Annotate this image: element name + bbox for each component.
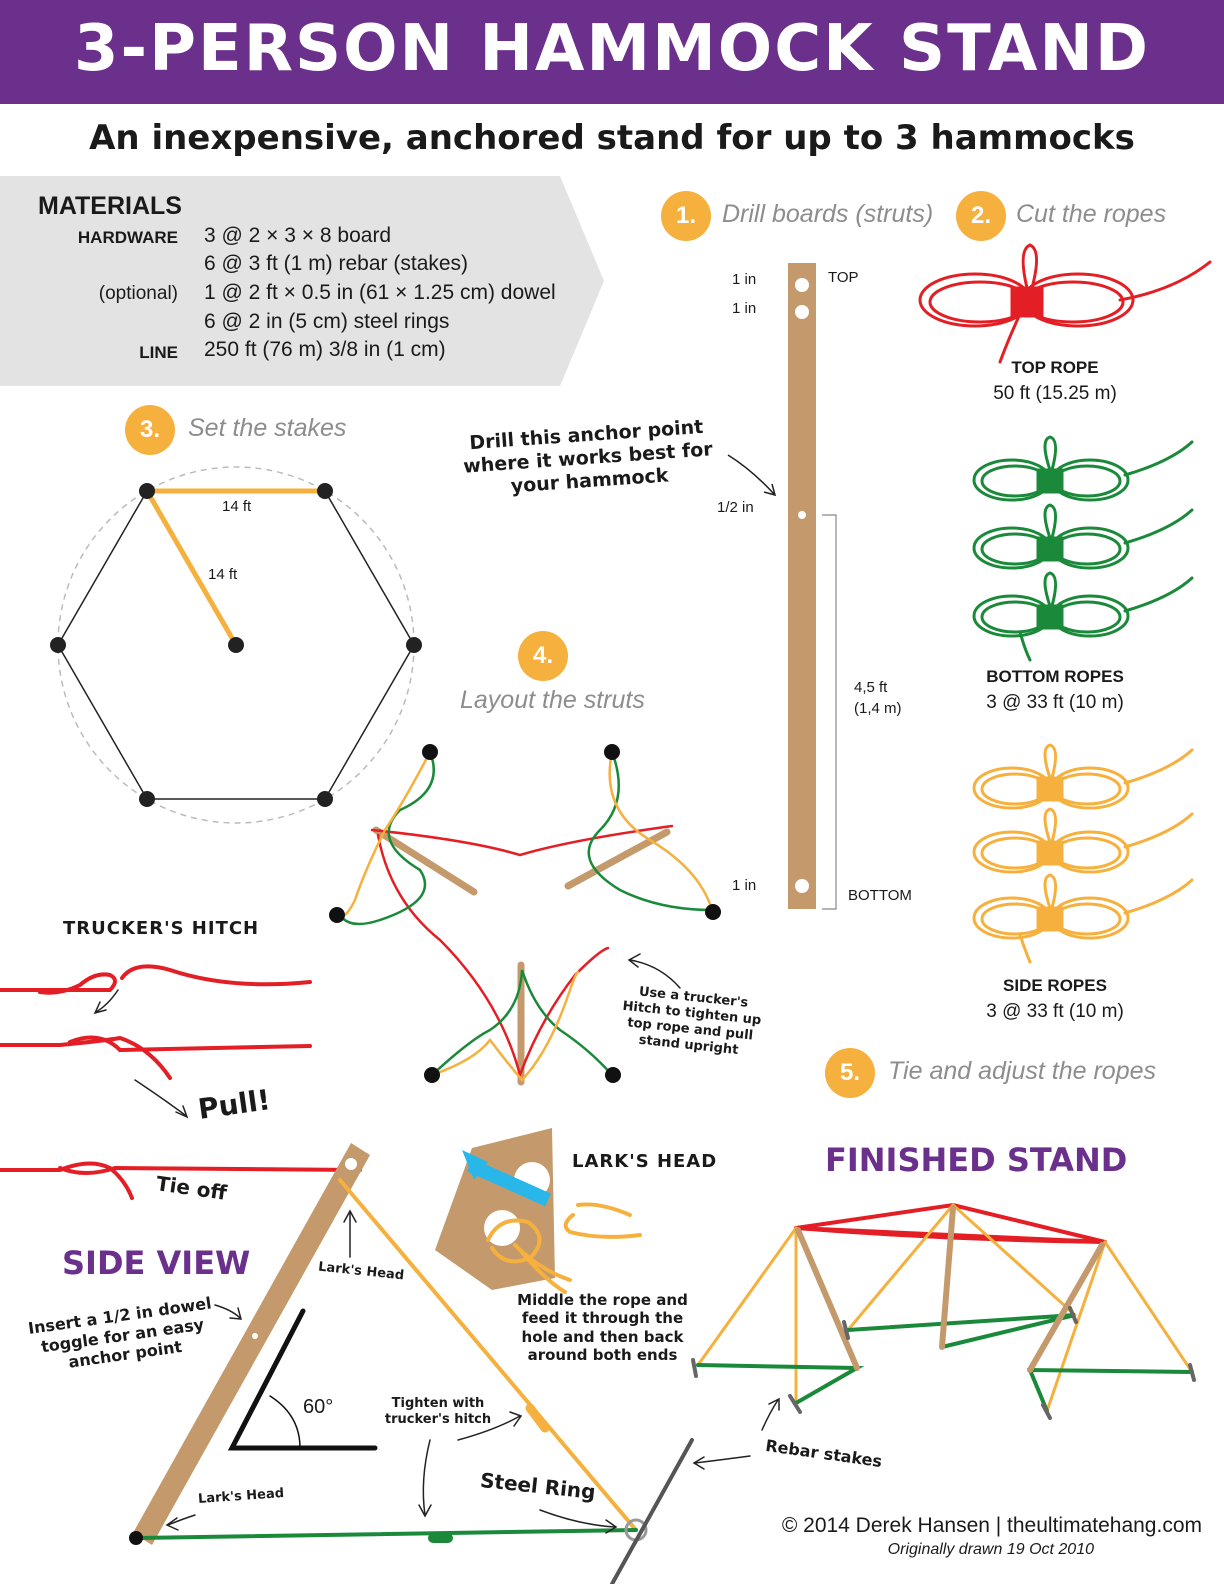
step-5-badge: 5. (825, 1048, 875, 1098)
materials-value-dowel: 1 @ 2 ft × 0.5 in (61 × 1.25 cm) dowel (204, 281, 556, 304)
side-rope-layout (338, 750, 432, 918)
larks-head-diagram (435, 1128, 642, 1294)
step-4-title: Layout the struts (460, 686, 645, 714)
strut-span-ft: 4,5 ft (854, 679, 888, 696)
step-3-badge: 3. (125, 405, 175, 455)
stake-point (139, 791, 155, 807)
tighten-note: Tighten with trucker's hitch (384, 1396, 492, 1427)
title-banner (0, 0, 1224, 104)
footer-drawn-date: Originally drawn 19 Oct 2010 (887, 1541, 1094, 1558)
larks-head-note: Middle the rope and feed it through the … (517, 1291, 688, 1364)
span-bracket (822, 514, 837, 910)
layout-stake (705, 904, 721, 920)
page-title: 3-PERSON HAMMOCK STAND (73, 12, 1151, 86)
strut-top-label: TOP (828, 269, 859, 286)
anchor-arrow (727, 454, 775, 495)
bottom-hole (795, 879, 809, 893)
side-ropes-label: SIDE ROPES (1003, 976, 1107, 995)
top-hole (795, 278, 809, 292)
materials-label-hardware: HARDWARE (77, 228, 178, 247)
bottom-rope-hanks (972, 435, 1194, 662)
materials-value-line: 250 ft (76 m) 3/8 in (1 cm) (204, 338, 446, 361)
bottom-ropes-label: BOTTOM ROPES (986, 667, 1124, 686)
top-hole (795, 305, 809, 319)
bottom-rope-layout (338, 750, 435, 926)
larks-head-blue-arrow (467, 1158, 551, 1207)
finished-stand-heading: FINISHED STAND (825, 1141, 1128, 1179)
layout-stake (422, 744, 438, 760)
strut-board (727, 263, 837, 910)
side-rope-hanks (972, 743, 1194, 964)
anchor-hole (798, 511, 806, 519)
materials-panel (0, 176, 560, 386)
top-rope-layout (370, 824, 674, 857)
rope-hanks (918, 243, 1212, 964)
top-rope-hank (918, 243, 1212, 364)
layout-stake (424, 1067, 440, 1083)
step-3-title: Set the stakes (188, 414, 347, 442)
stake-edge-label: 14 ft (222, 498, 252, 515)
materials-arrow-shape (560, 176, 604, 386)
side-view-side-rope (338, 1178, 638, 1532)
materials-value-rings: 6 @ 2 in (5 cm) steel rings (204, 310, 450, 333)
strut-dim-top1: 1 in (732, 271, 757, 288)
top-rope-label: TOP ROPE (1011, 358, 1099, 377)
finished-rebar-stakes (691, 1306, 1196, 1420)
finished-stand-diagram (691, 1202, 1196, 1420)
materials-value-rebar: 6 @ 3 ft (1 m) rebar (stakes) (204, 252, 469, 275)
step-5-title: Tie and adjust the ropes (888, 1057, 1157, 1085)
stake-point (317, 483, 333, 499)
strut-dim-top2: 1 in (732, 300, 757, 317)
step-2-title: Cut the ropes (1016, 200, 1167, 228)
materials-label-optional: (optional) (98, 283, 178, 304)
stakes-diagram (50, 466, 422, 824)
board (788, 263, 816, 909)
truckers-hitch-heading: TRUCKER'S HITCH (63, 918, 260, 939)
stake-radius-label: 14 ft (208, 566, 238, 583)
strut-left (372, 826, 478, 896)
side-ropes-length: 3 @ 33 ft (10 m) (986, 1001, 1124, 1022)
stake-point (139, 483, 155, 499)
bottom-ropes-length: 3 @ 33 ft (10 m) (986, 692, 1124, 713)
top-rope-length: 50 ft (15.25 m) (993, 383, 1117, 404)
step-2-badge: 2. (956, 191, 1006, 241)
strut-dim-half: 1/2 in (717, 499, 754, 516)
materials-heading: MATERIALS (38, 192, 182, 220)
stake-point (317, 791, 333, 807)
side-view-bottom-rope (136, 1528, 638, 1540)
truckers-hitch-diagram (0, 964, 362, 1200)
strut-bottom-label: BOTTOM (848, 887, 912, 904)
angle-label: 60° (303, 1396, 334, 1418)
side-view-rebar (610, 1438, 694, 1584)
layout-stake (605, 1067, 621, 1083)
stake-center (228, 637, 244, 653)
finished-struts (795, 1205, 1105, 1373)
materials-label-line: LINE (139, 343, 178, 362)
strut-dim-bottom: 1 in (732, 877, 757, 894)
angle-marker (227, 1308, 378, 1451)
stake-radius-line (144, 489, 239, 647)
strut-span-m: (1,4 m) (854, 700, 902, 717)
layout-stake (604, 744, 620, 760)
side-view-strut (133, 1143, 370, 1545)
stake-point (50, 637, 66, 653)
larks-head-heading: LARK'S HEAD (572, 1151, 718, 1172)
page-subtitle: An inexpensive, anchored stand for up to… (89, 118, 1135, 158)
layout-diagram (329, 744, 721, 1086)
footer-copyright: © 2014 Derek Hansen | theultimatehang.co… (781, 1514, 1202, 1537)
side-view-heading: SIDE VIEW (62, 1244, 251, 1282)
step-1-title: Drill boards (struts) (722, 200, 934, 228)
step-4-badge: 4. (518, 631, 568, 681)
step-1-badge: 1. (661, 191, 711, 241)
stake-point (406, 637, 422, 653)
layout-stake (329, 907, 345, 923)
finished-side-ropes (696, 1203, 1194, 1413)
materials-value-boards: 3 @ 2 × 3 × 8 board (204, 224, 392, 247)
layout-note-arrow (629, 959, 681, 989)
side-view-diagram (129, 1143, 780, 1584)
